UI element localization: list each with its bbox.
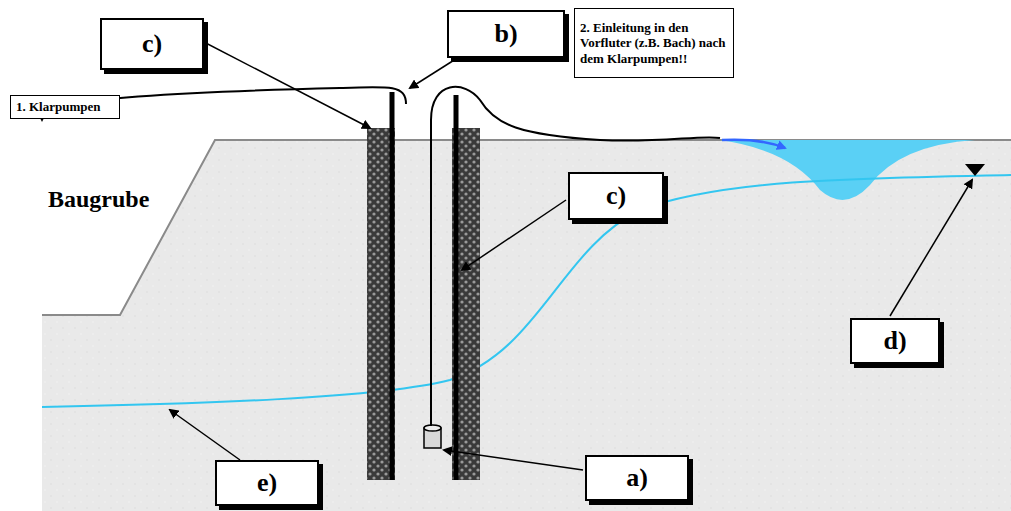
callout-letter: c) — [606, 181, 626, 211]
pump — [424, 425, 441, 431]
callout-letter: d) — [883, 326, 906, 356]
callout-box: a) — [585, 455, 689, 501]
note-text: 1. Klarpumpen — [16, 99, 101, 115]
callout-letter: b) — [494, 19, 517, 49]
well-pipe — [390, 92, 395, 480]
callout-letter: c) — [142, 29, 162, 59]
ground — [42, 140, 1011, 511]
callout-letter: e) — [257, 468, 277, 498]
leader-line — [170, 410, 240, 460]
groundwater-line — [42, 175, 1011, 407]
callout-letter: a) — [626, 463, 648, 493]
ground-surface — [42, 140, 1011, 315]
stream — [720, 140, 975, 200]
note-text: 2. Einleitung in den Vorfluter (z.B. Bac… — [580, 20, 728, 67]
area-label: Baugrube — [48, 186, 149, 213]
leader-line — [444, 450, 583, 470]
water-level-symbol — [965, 164, 985, 176]
note-box: 2. Einleitung in den Vorfluter (z.B. Bac… — [574, 8, 734, 78]
callout-box: c) — [100, 18, 204, 70]
callout-box: e) — [215, 460, 319, 506]
leader-line — [200, 40, 370, 128]
flow-arrow — [722, 140, 785, 148]
callout-box: c) — [568, 172, 664, 220]
discharge-hose — [431, 87, 720, 426]
leader-line — [462, 200, 566, 270]
callout-box: b) — [447, 10, 565, 58]
callout-box: d) — [850, 318, 940, 364]
well-pipe — [454, 95, 459, 480]
note-box: 1. Klarpumpen — [10, 95, 120, 119]
leader-line — [890, 180, 972, 316]
